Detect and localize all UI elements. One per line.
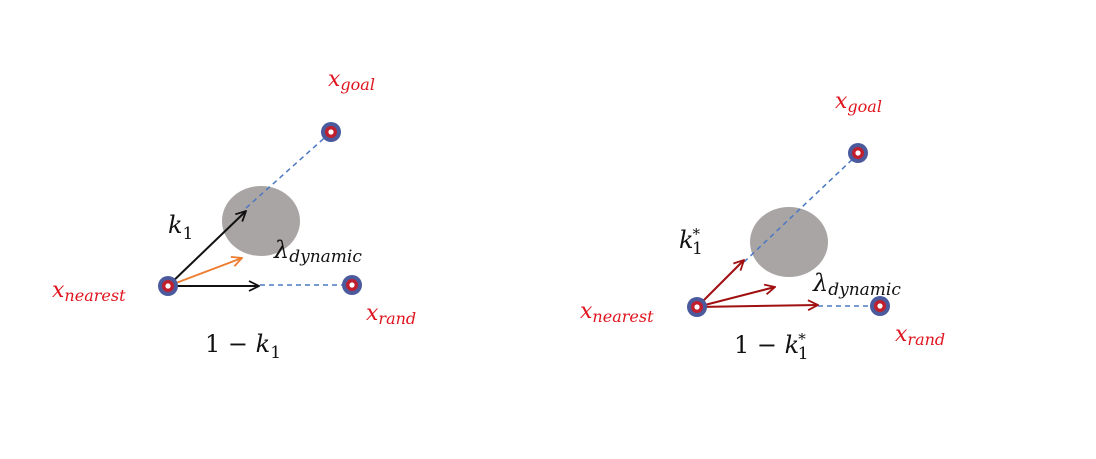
dashed-line-to-goal bbox=[245, 131, 332, 209]
label-lambda-dynamic: λdynamic bbox=[812, 269, 901, 300]
node-x-goal bbox=[848, 143, 868, 163]
arrow-k1-star bbox=[696, 260, 744, 308]
label-x-rand: xrand bbox=[895, 322, 945, 349]
label-x-nearest: xnearest bbox=[52, 278, 126, 305]
label-x-rand: xrand bbox=[366, 301, 416, 328]
label-x-goal: xgoal bbox=[835, 89, 882, 116]
arrow-resultant bbox=[167, 258, 242, 287]
dashed-line-to-goal bbox=[743, 153, 859, 263]
label-lambda-dynamic: λdynamic bbox=[273, 236, 362, 267]
label-x-nearest: xnearest bbox=[580, 299, 654, 326]
arrow-one-minus-k1-star bbox=[696, 305, 818, 307]
obstacle bbox=[750, 207, 828, 277]
label-one-minus-k1: 1 − k1 bbox=[205, 330, 281, 363]
node-x-goal bbox=[321, 122, 341, 142]
obstacle bbox=[222, 186, 300, 256]
arrow-k1 bbox=[167, 211, 246, 287]
arrow-resultant bbox=[696, 287, 775, 308]
label-one-minus-k1-star: 1 − k*1 bbox=[734, 330, 809, 364]
right-panel: xgoal xnearest xrand k*1 1 − k*1 λdynami… bbox=[580, 89, 945, 364]
node-x-nearest bbox=[687, 297, 707, 317]
node-x-rand bbox=[342, 275, 362, 295]
node-x-nearest bbox=[158, 276, 178, 296]
node-x-rand bbox=[870, 296, 890, 316]
label-x-goal: xgoal bbox=[328, 67, 375, 94]
label-k1-star: k*1 bbox=[679, 225, 703, 259]
left-panel: xgoal xnearest xrand k1 1 − k1 λdynamic bbox=[52, 67, 416, 363]
label-k1: k1 bbox=[168, 211, 193, 244]
